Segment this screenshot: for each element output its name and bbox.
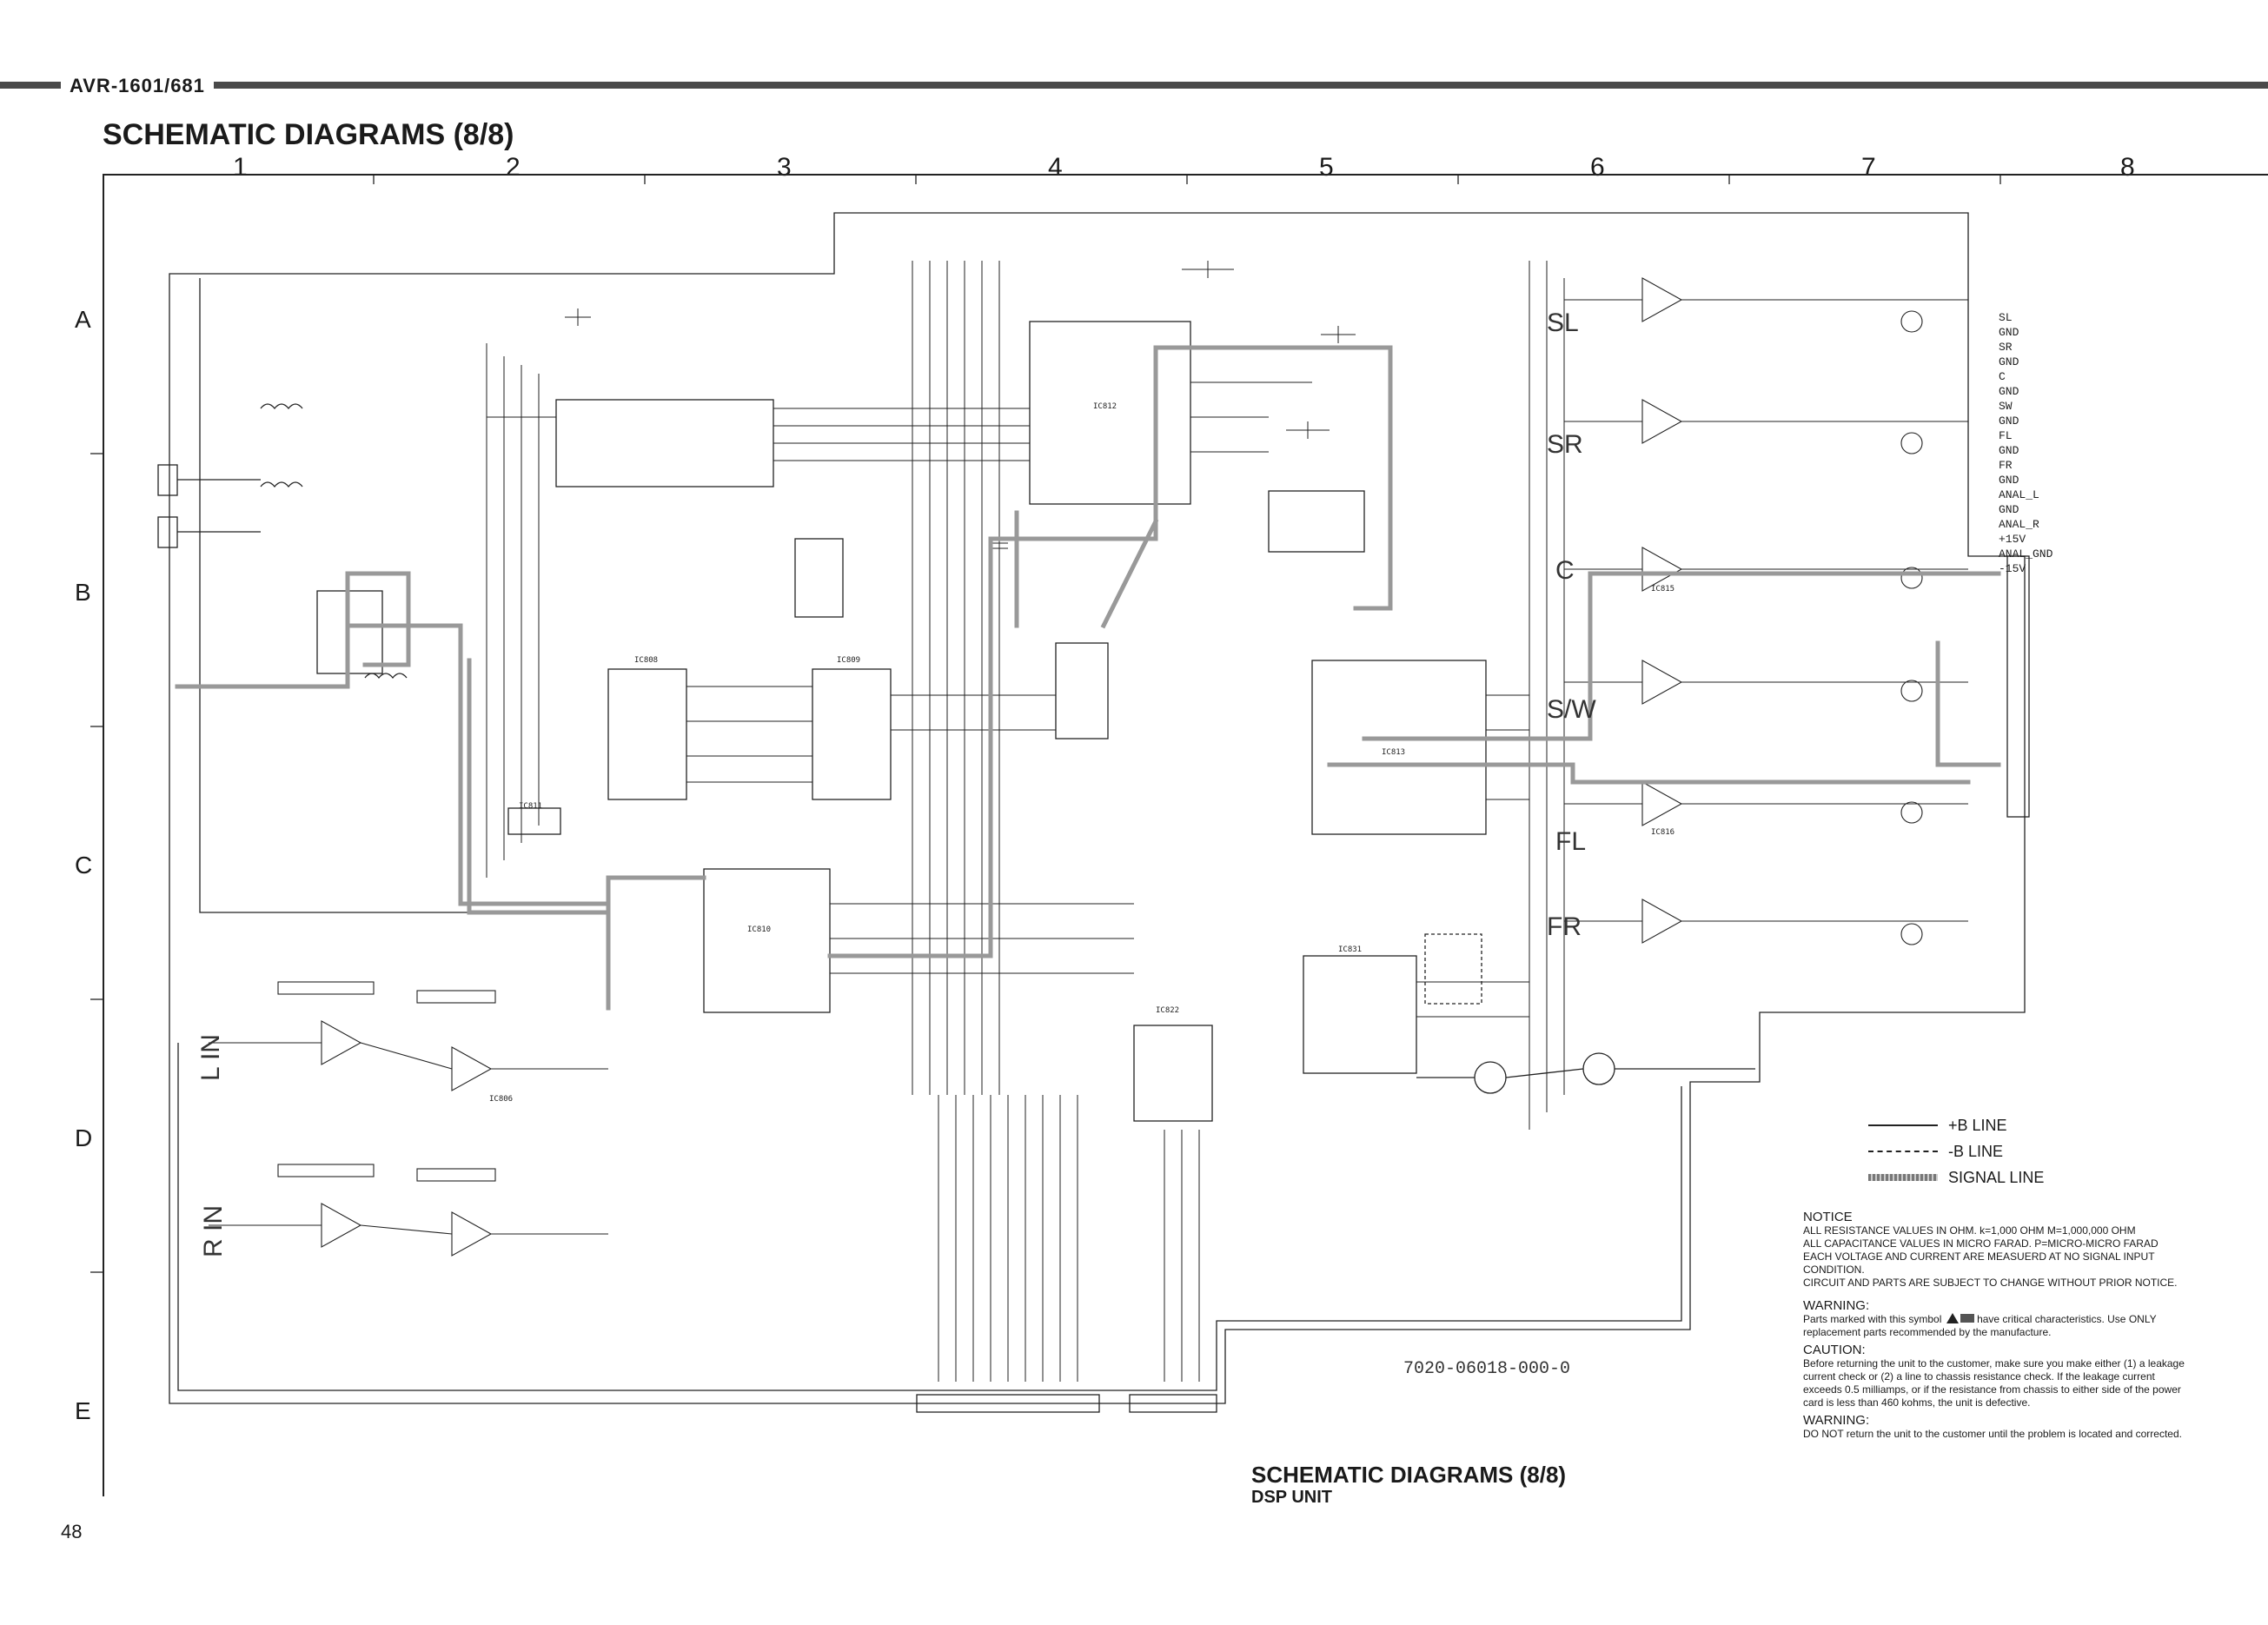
footer-title: SCHEMATIC DIAGRAMS (8/8) — [1251, 1462, 1567, 1488]
warning-text: Parts marked with this symbol have criti… — [1803, 1313, 2185, 1339]
solid-line-icon — [1868, 1124, 1938, 1126]
channel-label-fl: FL — [1555, 827, 1587, 856]
output-label: GND — [1999, 415, 2019, 428]
channel-label-sw: S/W — [1547, 695, 1596, 724]
output-label: ANAL_R — [1999, 518, 2039, 531]
output-label: +15V — [1999, 533, 2026, 546]
warning-triangle-icon — [1946, 1313, 1959, 1323]
warning2-text: DO NOT return the unit to the customer u… — [1803, 1428, 2182, 1440]
channel-label-rin: R IN — [199, 1205, 228, 1257]
notice-line: EACH VOLTAGE AND CURRENT ARE MEASUERD AT… — [1803, 1250, 2155, 1276]
output-label: GND — [1999, 503, 2019, 516]
grid-row-e: E — [75, 1397, 91, 1424]
grid-row-d: D — [75, 1124, 93, 1151]
grid-row-c: C — [75, 852, 93, 879]
legend-plus-b: +B LINE — [1868, 1112, 2044, 1138]
channel-label-sr: SR — [1547, 430, 1583, 459]
warning2-heading: WARNING: — [1803, 1413, 1870, 1428]
ic809-label: IC809 — [837, 656, 860, 665]
output-label: SR — [1999, 341, 2013, 354]
warning-text-b: have critical characteristics. — [1977, 1313, 2105, 1325]
ic815-label: IC815 — [1651, 585, 1674, 594]
critical-part-box-icon — [1960, 1314, 1974, 1323]
notice-heading: NOTICE — [1803, 1210, 1853, 1224]
output-label: ANAL_L — [1999, 488, 2039, 501]
output-label: GND — [1999, 355, 2019, 368]
sheet-title: SCHEMATIC DIAGRAMS (8/8) — [103, 118, 514, 151]
line-legend: +B LINE -B LINE SIGNAL LINE — [1868, 1112, 2044, 1191]
channel-label-sl: SL — [1547, 308, 1579, 337]
output-label: GND — [1999, 326, 2019, 339]
output-label: FL — [1999, 429, 2013, 442]
ic806-label: IC806 — [489, 1095, 513, 1104]
notice-line: ALL RESISTANCE VALUES IN OHM. k=1,000 OH… — [1803, 1224, 2136, 1237]
signal-line-icon — [1868, 1174, 1938, 1181]
drawing-frame — [103, 174, 2268, 1496]
output-label: SL — [1999, 311, 2013, 324]
channel-label-lin: L IN — [196, 1034, 225, 1081]
output-label: GND — [1999, 474, 2019, 487]
ic810-label: IC810 — [747, 925, 771, 934]
footer-subtitle: DSP UNIT — [1251, 1488, 1332, 1507]
legend-signal-label: SIGNAL LINE — [1948, 1168, 2045, 1186]
notice-line: CIRCUIT AND PARTS ARE SUBJECT TO CHANGE … — [1803, 1277, 2178, 1289]
output-label: GND — [1999, 385, 2019, 398]
legend-signal: SIGNAL LINE — [1868, 1164, 2044, 1191]
ic816-label: IC816 — [1651, 828, 1674, 837]
output-label: ANAL_GND — [1999, 547, 2053, 560]
page-number: 48 — [61, 1521, 83, 1542]
output-label: -15V — [1999, 562, 2026, 575]
ic808-label: IC808 — [634, 656, 658, 665]
legend-minus-b-label: -B LINE — [1948, 1142, 2004, 1160]
warning-text-a: Parts marked with this symbol — [1803, 1313, 1942, 1325]
caution-heading: CAUTION: — [1803, 1343, 1866, 1357]
output-label: GND — [1999, 444, 2019, 457]
output-label: C — [1999, 370, 2006, 383]
dashed-line-icon — [1868, 1151, 1938, 1152]
document-number: 7020-06018-000-0 — [1403, 1359, 1571, 1379]
notice-line: ALL CAPACITANCE VALUES IN MICRO FARAD. P… — [1803, 1237, 2159, 1250]
ic812-label: IC812 — [1093, 402, 1117, 411]
ic831-label: IC831 — [1338, 945, 1362, 954]
notes-block: NOTICE ALL RESISTANCE VALUES IN OHM. k=1… — [1803, 1210, 2185, 1444]
output-label: SW — [1999, 400, 2013, 413]
channel-label-fr: FR — [1547, 912, 1582, 941]
header-stripe — [0, 82, 2268, 89]
legend-plus-b-label: +B LINE — [1948, 1116, 2007, 1134]
header-bar — [0, 76, 2268, 94]
legend-minus-b: -B LINE — [1868, 1138, 2044, 1164]
output-label: FR — [1999, 459, 2013, 472]
ic822-label: IC822 — [1156, 1006, 1179, 1015]
ic813-label: IC813 — [1382, 748, 1405, 757]
channel-label-c: C — [1555, 556, 1575, 585]
grid-row-b: B — [75, 579, 91, 606]
warning-text-c: Use ONLY replacement parts recommended b… — [1803, 1313, 2157, 1338]
caution-text: Before returning the unit to the custome… — [1803, 1357, 2185, 1409]
grid-row-a: A — [75, 306, 91, 333]
model-name: AVR-1601/681 — [61, 75, 214, 97]
ic811-label: IC811 — [519, 802, 542, 811]
warning-heading: WARNING: — [1803, 1298, 1870, 1313]
